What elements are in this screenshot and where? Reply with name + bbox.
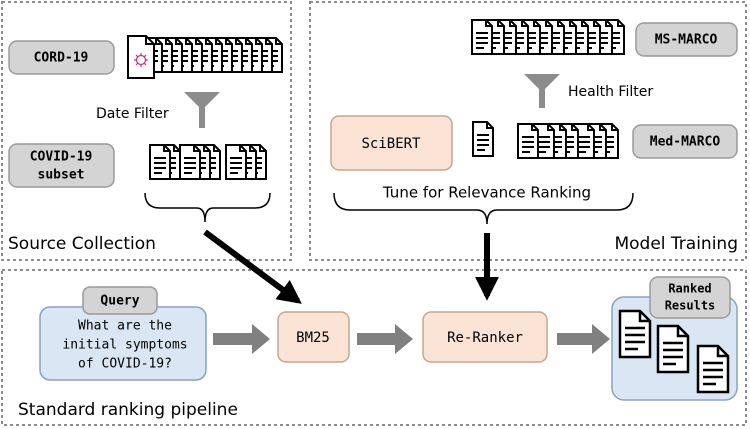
health-filter-funnel-icon xyxy=(524,74,560,108)
msmarco-tag xyxy=(635,22,738,57)
ranked-results-label-line1: Ranked xyxy=(668,282,711,296)
query-text-line2: initial symptoms xyxy=(62,338,187,353)
msmarco-document-stack xyxy=(471,19,625,55)
query-to-bm25-arrow xyxy=(213,324,270,354)
ranked-results-label-line2: Results xyxy=(665,299,716,313)
query-text-line1: What are the xyxy=(78,319,172,334)
msmarco-label: MS-MARCO xyxy=(655,33,718,48)
health-filter-label: Health Filter xyxy=(568,84,653,100)
training-brace xyxy=(333,192,634,225)
model-training-label: Model Training xyxy=(614,234,738,254)
cord19-document-stack xyxy=(127,35,283,79)
cord19-tag xyxy=(8,40,115,75)
covid19-subset-tag xyxy=(8,143,115,188)
source-collection-panel xyxy=(1,1,292,261)
date-filter-label: Date Filter xyxy=(96,106,169,122)
scibert-box xyxy=(330,115,453,171)
covid19-subset-label-line2: subset xyxy=(38,168,85,183)
reranker-label: Re-Ranker xyxy=(447,330,523,346)
covid19-subset-label-line1: COVID-19 xyxy=(30,150,93,165)
medmarco-tag xyxy=(632,124,738,159)
model-training-panel xyxy=(309,1,747,261)
source-brace xyxy=(144,192,271,223)
single-document-icon xyxy=(472,121,494,157)
source-collection-label: Source Collection xyxy=(8,234,156,254)
ranking-pipeline-label: Standard ranking pipeline xyxy=(18,400,238,420)
tune-relevance-label: Tune for Relevance Ranking xyxy=(382,184,591,202)
reranker-box xyxy=(422,311,548,363)
reranker-to-results-arrow xyxy=(557,324,610,354)
ranked-results-tag xyxy=(649,276,731,319)
virus-icon xyxy=(134,53,148,67)
date-filter-funnel-icon xyxy=(184,92,220,128)
medmarco-document-stack xyxy=(517,123,619,159)
source-to-bm25-arrow xyxy=(203,229,302,304)
scibert-label: SciBERT xyxy=(361,136,421,152)
medmarco-label: Med-MARCO xyxy=(650,135,721,150)
query-tag-label: Query xyxy=(100,294,139,309)
covid19-subset-document-stack xyxy=(149,144,267,180)
query-tag xyxy=(82,286,158,315)
bm25-to-reranker-arrow xyxy=(357,324,413,354)
query-text-line3: of COVID-19? xyxy=(78,357,172,372)
ranking-pipeline-panel xyxy=(1,269,747,426)
bm25-label: BM25 xyxy=(296,330,330,346)
cord19-label: CORD-19 xyxy=(34,51,89,66)
bm25-box xyxy=(277,311,350,363)
